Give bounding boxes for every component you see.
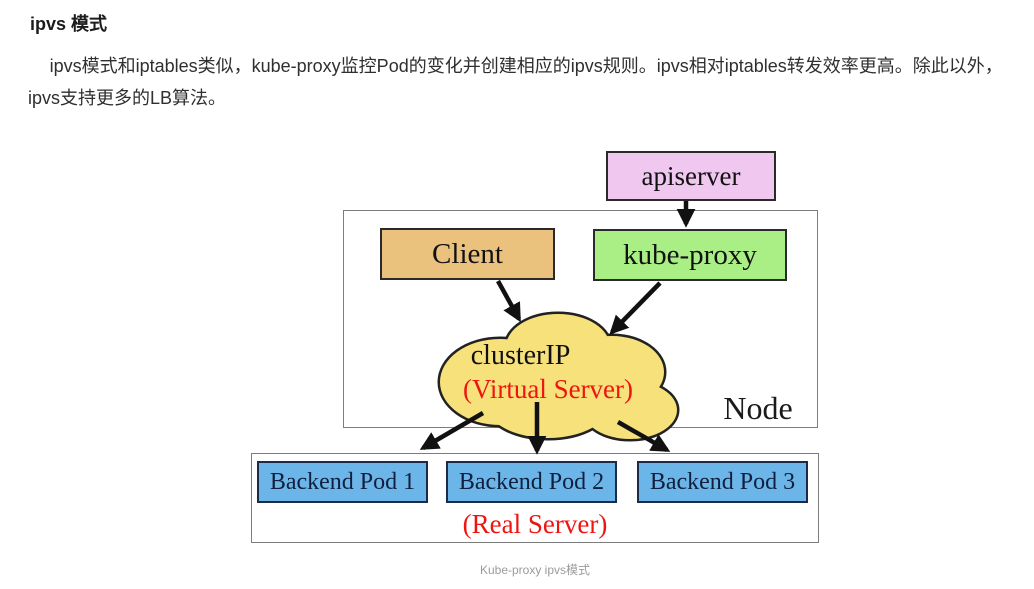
backend-pod-3-box: Backend Pod 3 — [637, 461, 808, 503]
backend-pod-1-box: Backend Pod 1 — [257, 461, 428, 503]
backend-pod-3-label: Backend Pod 3 — [649, 468, 796, 495]
backend-pod-2-label: Backend Pod 2 — [458, 468, 605, 495]
kube-proxy-label: kube-proxy — [623, 238, 757, 271]
apiserver-box: apiserver — [606, 151, 776, 201]
apiserver-label: apiserver — [641, 160, 741, 191]
kube-proxy-box: kube-proxy — [593, 229, 787, 281]
node-label: Node — [723, 390, 793, 426]
client-label: Client — [432, 237, 503, 270]
backend-pod-2-box: Backend Pod 2 — [446, 461, 617, 503]
backend-pod-1-label: Backend Pod 1 — [269, 468, 416, 495]
client-box: Client — [380, 228, 555, 280]
cluster-ip-label: clusterIP — [470, 340, 571, 371]
figure-caption: Kube-proxy ipvs模式 — [479, 563, 591, 577]
page-title: ipvs 模式 — [30, 14, 108, 34]
virtual-server-label: (Virtual Server) — [462, 374, 634, 404]
real-server-label: (Real Server) — [462, 509, 608, 539]
body-paragraph: ipvs模式和iptables类似，kube-proxy监控Pod的变化并创建相… — [28, 56, 1003, 108]
